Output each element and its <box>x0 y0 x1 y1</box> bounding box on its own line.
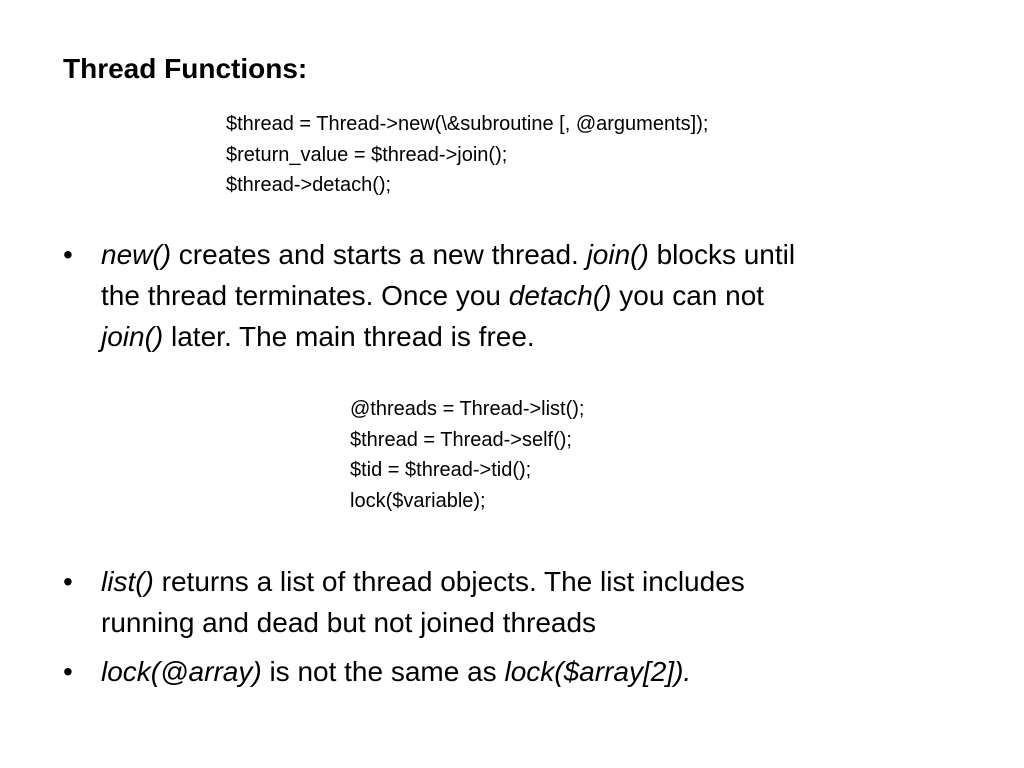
code-line: $return_value = $thread->join(); <box>226 143 508 166</box>
code-line: $thread->detach(); <box>226 174 392 196</box>
text-run: is not the same as <box>261 656 505 687</box>
bullet-text: list() returns a list of thread objects.… <box>101 561 745 643</box>
text-run: creates and starts a new thread. <box>171 239 587 270</box>
code-block-thread-create: $thread = Thread->new(\&subroutine [, @a… <box>226 109 708 201</box>
function-name: lock(@array) <box>101 656 262 687</box>
function-name: lock($array[2]). <box>504 656 692 687</box>
bullet-text: lock(@array) is not the same as lock($ar… <box>101 651 691 692</box>
text-line: lock(@array) is not the same as lock($ar… <box>101 651 691 692</box>
text-line: join() later. The main thread is free. <box>101 316 795 357</box>
slide-title: Thread Functions: <box>63 53 308 84</box>
bullet-icon: • <box>63 566 73 597</box>
code-line: $thread = Thread->new(\&subroutine [, @a… <box>226 113 709 135</box>
code-line: @threads = Thread->list(); <box>350 398 585 420</box>
function-name: new() <box>101 239 172 270</box>
code-line: $tid = $thread->tid(); <box>350 459 532 481</box>
bullet-icon: • <box>63 239 73 270</box>
text-run: you can not <box>611 280 765 311</box>
code-line: lock($variable); <box>350 489 486 512</box>
text-line: new() creates and starts a new thread. j… <box>101 234 795 275</box>
code-block-thread-utilities: @threads = Thread->list(); $thread = Thr… <box>350 394 584 516</box>
bullet-icon: • <box>63 656 73 687</box>
text-run: returns a list of thread objects. The li… <box>153 566 745 597</box>
text-run: later. The main thread is free. <box>163 321 535 352</box>
text-line: the thread terminates. Once you detach()… <box>101 275 795 316</box>
code-line: $thread = Thread->self(); <box>350 428 572 451</box>
text-line: running and dead but not joined threads <box>101 602 745 643</box>
function-name: list() <box>101 566 154 597</box>
function-name: join() <box>101 321 164 352</box>
function-name: detach() <box>508 280 612 311</box>
bullet-text: new() creates and starts a new thread. j… <box>101 234 795 357</box>
function-name: join() <box>586 239 649 270</box>
text-run: blocks until <box>648 239 796 270</box>
text-run: the thread terminates. Once you <box>101 280 509 311</box>
text-run: running and dead but not joined threads <box>101 607 597 638</box>
text-line: list() returns a list of thread objects.… <box>101 561 745 602</box>
